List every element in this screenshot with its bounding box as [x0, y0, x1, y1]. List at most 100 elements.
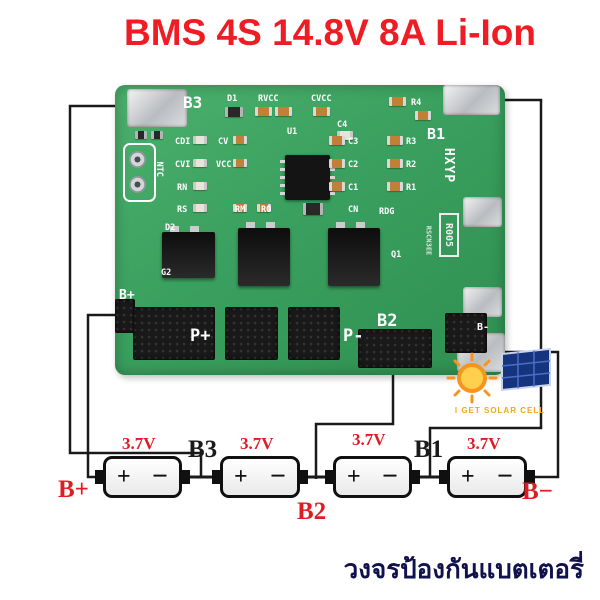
battery-terminal	[439, 470, 448, 484]
cell-voltage-4: 3.7V	[467, 434, 501, 453]
smd-resistor	[275, 107, 292, 116]
battery-terminal	[299, 470, 308, 484]
smd-resistor	[233, 204, 247, 212]
silk-c3: C3	[348, 137, 359, 147]
minus-symbol: −	[382, 461, 398, 492]
battery-cell-3: + −	[325, 456, 420, 498]
battery-terminal	[181, 470, 190, 484]
smd-capacitor	[337, 131, 353, 140]
wire-b2	[314, 368, 395, 479]
label-b-plus: B+	[58, 476, 89, 503]
silk-cn: CN	[348, 205, 359, 215]
diode-d1	[225, 107, 243, 117]
mosfet-center	[238, 222, 290, 286]
plus-symbol: +	[461, 463, 475, 490]
silk-r1: R1	[406, 183, 417, 193]
minus-symbol: −	[152, 461, 168, 492]
silk-b1: B1	[427, 125, 446, 143]
ntc-hole-2	[129, 176, 146, 193]
smd-component	[151, 131, 163, 139]
ic-u1	[280, 155, 335, 200]
ntc-frame	[123, 143, 156, 202]
silk-d2: D2	[165, 223, 176, 233]
solder-pad-right-2	[463, 287, 502, 317]
solder-pad-b1	[443, 85, 500, 115]
silk-u1: U1	[287, 127, 298, 137]
silk-ntc: NTC	[153, 161, 164, 177]
silk-b3: B3	[183, 93, 203, 112]
smd-component	[303, 203, 323, 215]
silk-r3: R3	[406, 137, 417, 147]
battery-terminal	[526, 470, 535, 484]
smd-resistor	[389, 97, 406, 106]
label-b3: B3	[188, 436, 218, 463]
minus-symbol: −	[270, 461, 286, 492]
silk-g2: G2	[161, 268, 172, 278]
smd-resistor	[387, 136, 403, 145]
smd-resistor	[329, 159, 345, 168]
silk-cv: CV	[218, 137, 229, 147]
silk-r2: R2	[406, 160, 417, 170]
smd-resistor	[415, 111, 431, 120]
solder-pad-right-1	[463, 197, 502, 227]
smd-resistor	[233, 159, 247, 167]
silk-p-minus: P-	[343, 326, 364, 346]
pad-b-plus	[115, 299, 135, 333]
silk-d1: D1	[227, 94, 238, 104]
smd-component	[135, 131, 147, 139]
cell-voltage-1: 3.7V	[122, 434, 156, 453]
smd-capacitor	[193, 182, 207, 190]
bms-pcb: R005 B3 B1 HXYP NTC D1 RVCC CVCC U1	[115, 85, 505, 375]
smd-resistor	[255, 107, 272, 116]
silk-hxyp: HXYP	[441, 147, 457, 184]
plus-symbol: +	[347, 463, 361, 490]
silk-vcc: VCC	[216, 160, 232, 170]
smd-resistor	[233, 136, 247, 144]
silk-q1: Q1	[391, 250, 402, 260]
silk-b-minus: B-	[477, 322, 490, 333]
battery-cell-1: + −	[95, 456, 190, 498]
silk-rs: RS	[177, 205, 188, 215]
silk-mark: RSCN3EE	[424, 225, 433, 256]
smd-capacitor	[193, 136, 207, 144]
battery-cell-2: + −	[212, 456, 308, 498]
silk-rvcc: RVCC	[258, 94, 279, 104]
battery-terminal	[95, 470, 104, 484]
cell-voltage-3: 3.7V	[352, 430, 386, 449]
silk-rn: RN	[177, 183, 188, 193]
smd-resistor	[387, 182, 403, 191]
sun-and-panel-icon	[446, 347, 551, 404]
smd-resistor	[329, 182, 345, 191]
silk-c1: C1	[348, 183, 359, 193]
battery-terminal	[212, 470, 221, 484]
pad-b2	[358, 329, 432, 368]
shop-logo: I GET SOLAR CELL	[440, 347, 560, 424]
label-b2: B2	[297, 498, 327, 525]
pad-p-minus	[288, 307, 340, 360]
silk-cvcc: CVCC	[311, 94, 332, 104]
silk-r4: R4	[411, 98, 422, 108]
silk-ro: RO	[261, 205, 272, 215]
silk-b2: B2	[377, 311, 398, 331]
smd-resistor	[257, 204, 271, 212]
mosfet-q1	[328, 222, 380, 286]
battery-terminal	[325, 470, 334, 484]
minus-symbol: −	[497, 461, 513, 492]
battery-terminal	[411, 470, 420, 484]
smd-capacitor	[193, 159, 207, 167]
silk-b-plus: B+	[119, 288, 135, 303]
label-b-minus: B−	[522, 478, 553, 505]
silk-cdi: CDI	[175, 137, 191, 147]
silk-c2: C2	[348, 160, 359, 170]
smd-resistor	[329, 136, 345, 145]
wire-b3	[68, 104, 203, 477]
silk-p-plus: P+	[190, 326, 211, 346]
pad-p-plus	[133, 307, 215, 360]
thai-caption: วงจรป้องกันแบตเตอรี่	[343, 555, 584, 585]
battery-cell-4: + −	[439, 456, 535, 498]
pad-b-minus	[445, 313, 487, 353]
silk-rdg: RDG	[379, 207, 395, 217]
shunt-resistor-r005: R005	[439, 213, 459, 257]
silk-rm: RM	[235, 205, 246, 215]
